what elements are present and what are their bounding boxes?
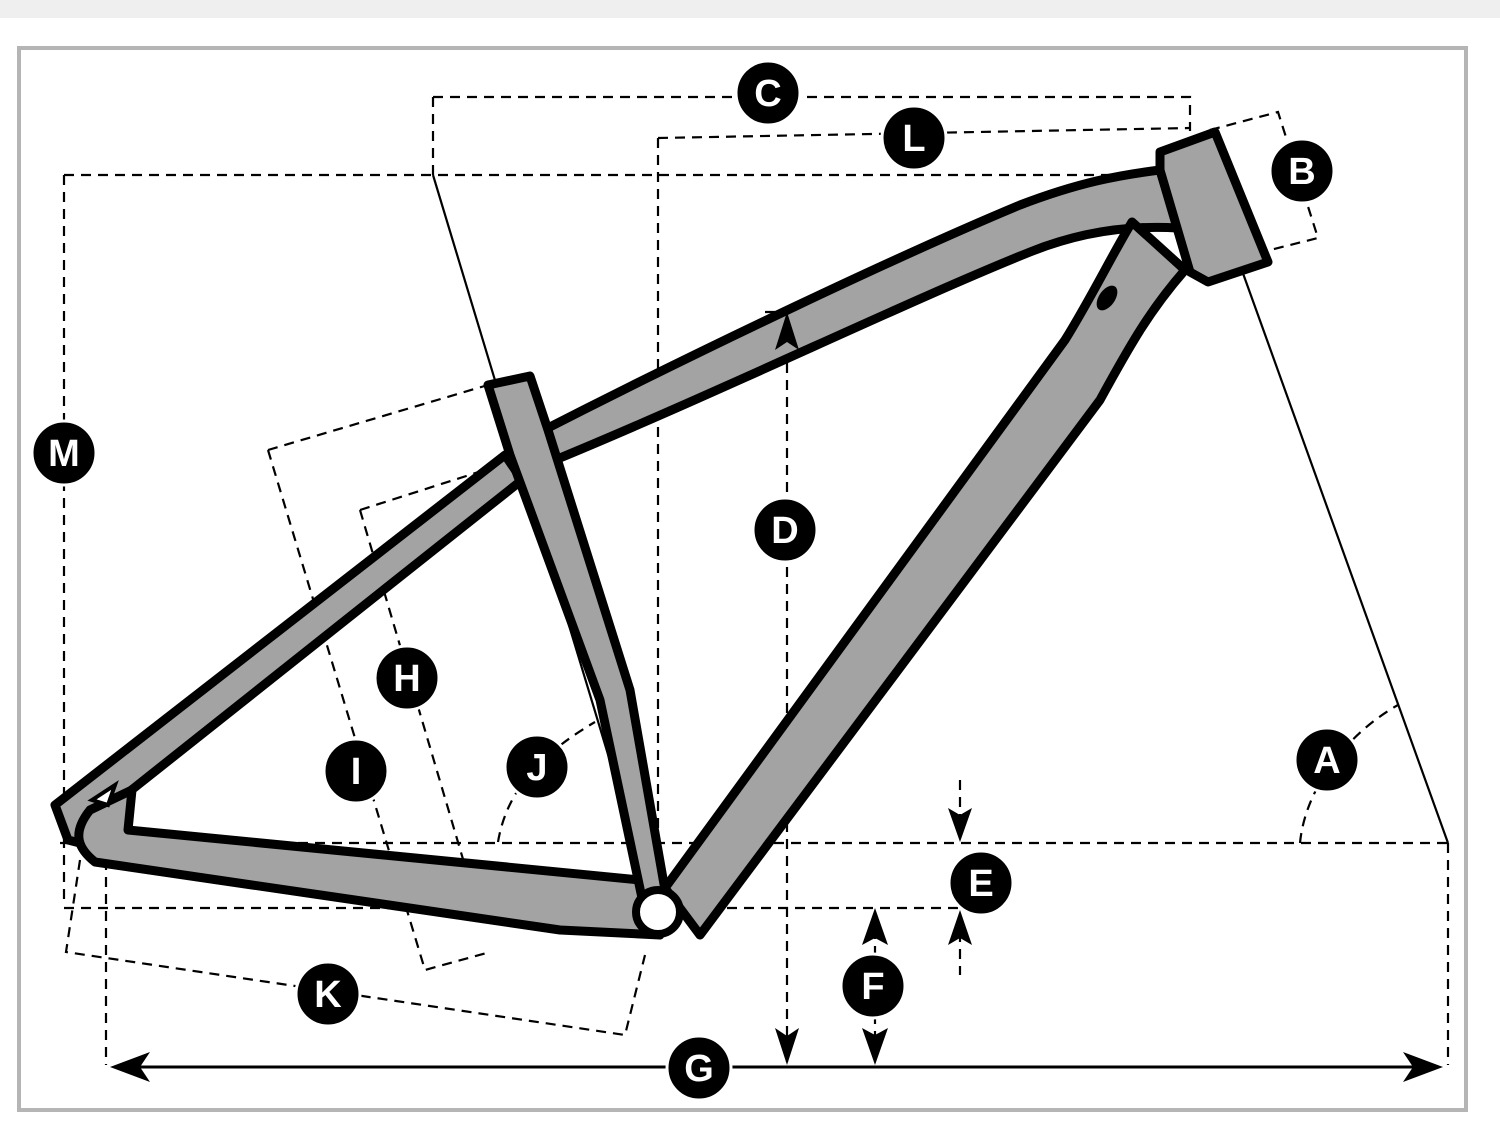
badge-c: C bbox=[734, 59, 802, 127]
dimension-arrows bbox=[110, 312, 1443, 1082]
bike-frame bbox=[50, 127, 1273, 940]
badge-j: J bbox=[503, 733, 571, 801]
arrow-g-left-head bbox=[110, 1052, 150, 1082]
label-h: H bbox=[393, 658, 420, 700]
guide-h bbox=[266, 383, 491, 972]
dropout bbox=[87, 780, 119, 808]
guide-a bbox=[1298, 704, 1399, 844]
badge-k: K bbox=[294, 960, 362, 1028]
arrow-d-bottom-head bbox=[775, 1028, 799, 1065]
arrow-g-right-head bbox=[1403, 1052, 1443, 1082]
label-b: B bbox=[1288, 151, 1315, 193]
badge-f: F bbox=[839, 952, 907, 1020]
head-tube bbox=[1155, 127, 1273, 287]
badge-m: M bbox=[30, 419, 98, 487]
label-m: M bbox=[48, 433, 80, 475]
label-a: A bbox=[1313, 740, 1340, 782]
badge-l: L bbox=[880, 104, 948, 172]
arrow-f-bottom-head bbox=[862, 1028, 888, 1065]
bottom-bracket bbox=[632, 886, 684, 938]
label-i: I bbox=[351, 751, 362, 793]
badge-g: G bbox=[665, 1034, 733, 1102]
label-k: K bbox=[314, 974, 342, 1016]
guide-l bbox=[657, 126, 1191, 140]
label-d: D bbox=[771, 510, 798, 552]
label-g: G bbox=[684, 1048, 714, 1090]
arrow-e-top-head bbox=[948, 808, 972, 842]
top-strip bbox=[0, 0, 1500, 18]
label-e: E bbox=[968, 863, 993, 905]
badge-a: A bbox=[1293, 726, 1361, 794]
badge-i: I bbox=[322, 737, 390, 805]
badge-b: B bbox=[1268, 137, 1336, 205]
arrow-f-top-head bbox=[862, 908, 888, 945]
badge-h: H bbox=[373, 644, 441, 712]
label-l: L bbox=[902, 118, 925, 160]
label-f: F bbox=[861, 966, 884, 1008]
arrow-e-bottom-head bbox=[948, 910, 972, 945]
label-c: C bbox=[754, 73, 781, 115]
badge-d: D bbox=[751, 496, 819, 564]
bottle-boss bbox=[1096, 285, 1118, 311]
chain-stay bbox=[74, 785, 665, 940]
guide-c bbox=[433, 95, 1192, 131]
badge-e: E bbox=[947, 849, 1015, 917]
label-j: J bbox=[526, 747, 547, 789]
down-tube bbox=[660, 217, 1190, 940]
arrow-d-top-head bbox=[775, 312, 799, 350]
